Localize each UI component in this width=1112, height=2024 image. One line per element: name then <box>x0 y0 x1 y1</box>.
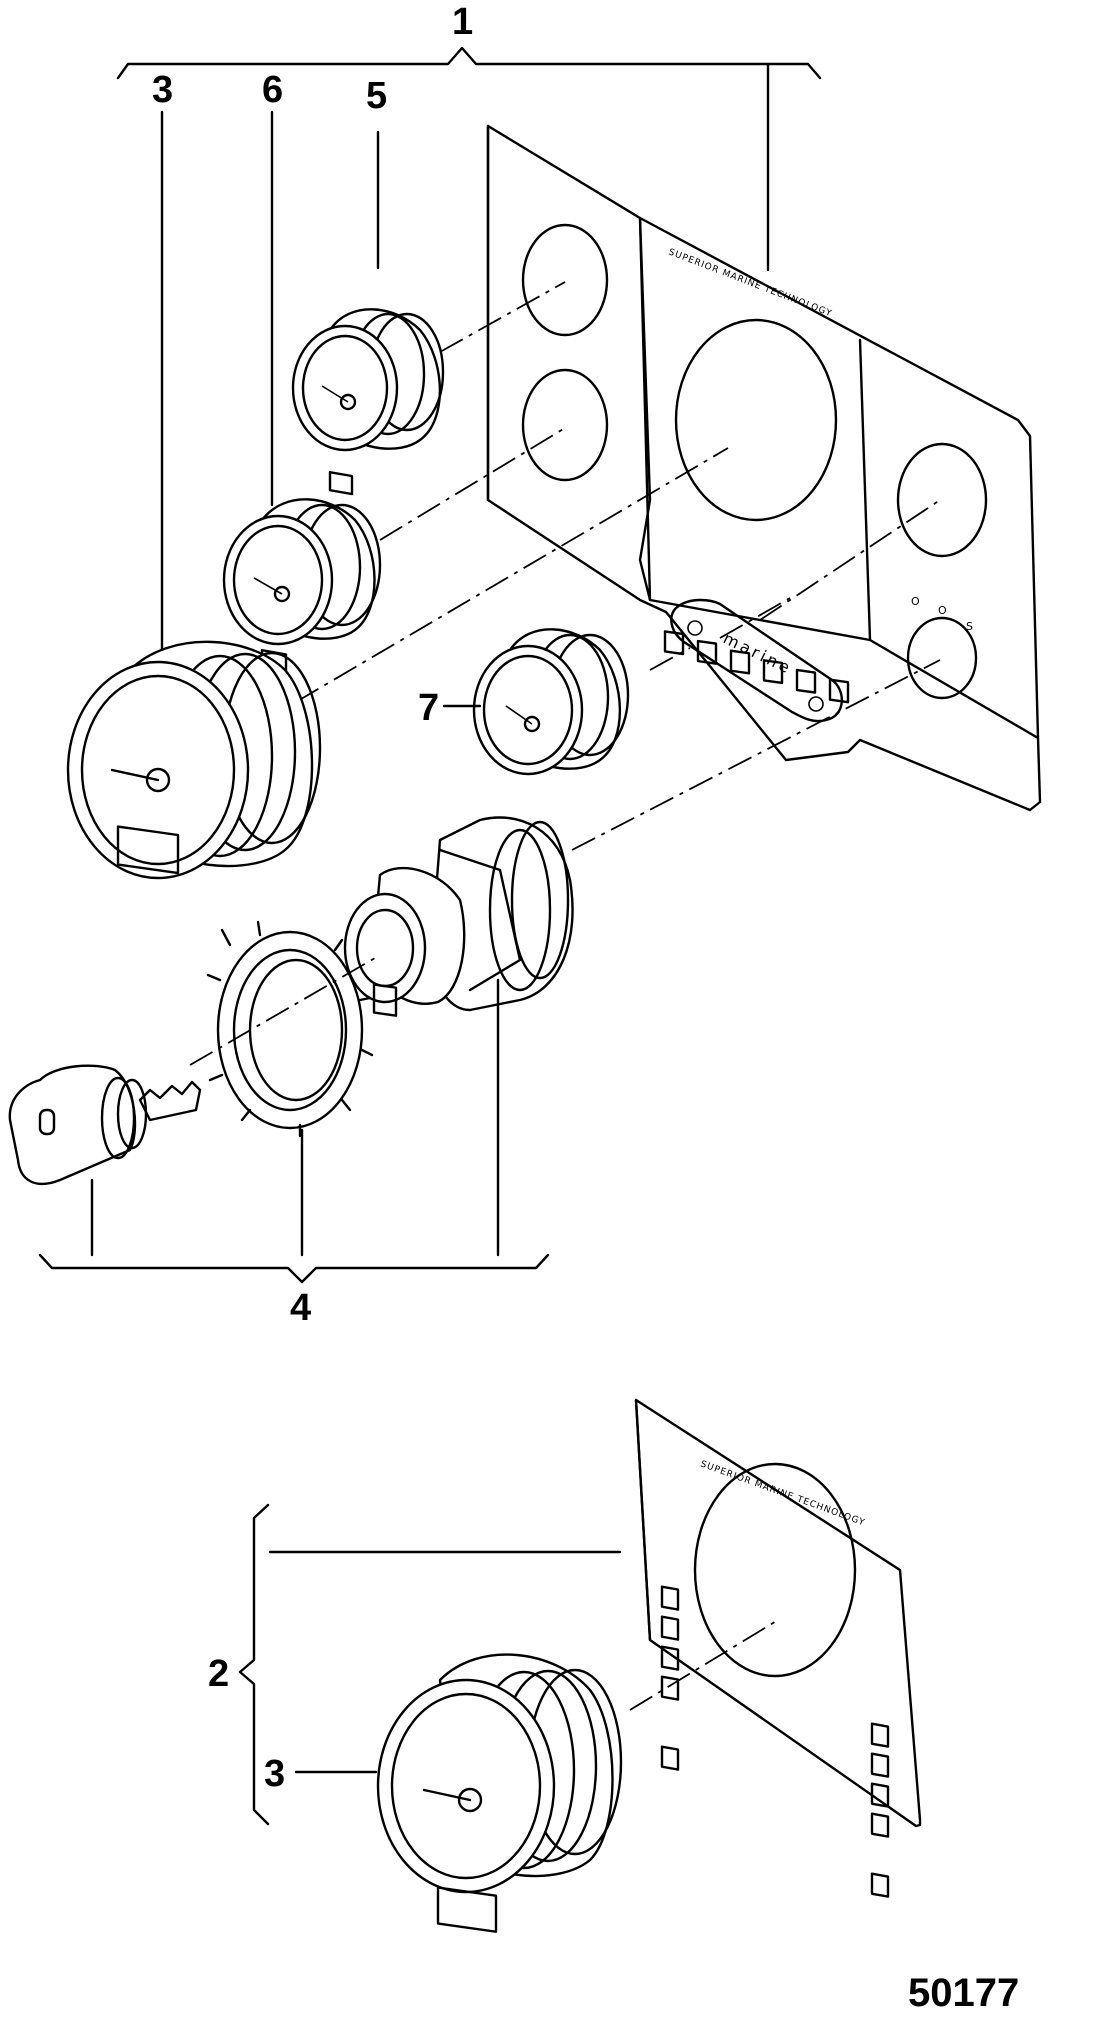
callout-4: 4 <box>290 1287 311 1329</box>
gauge-3-lower <box>376 1653 623 1933</box>
lower-panel-switches-right <box>870 1722 890 1898</box>
panel-hole-2 <box>521 368 609 482</box>
gauge-6 <box>222 498 382 676</box>
callout-4-bracket <box>38 1253 550 1284</box>
callout-3-upper: 3 <box>152 69 173 111</box>
assembly-line-lower <box>629 1619 779 1711</box>
switch-pos-2: O <box>938 604 947 617</box>
lower-panel-hole <box>693 1462 857 1678</box>
panel-upper-label: SUPERIOR MARINE TECHNOLOGY <box>667 247 833 319</box>
callout-5: 5 <box>366 75 387 117</box>
lower-dash-panel: SUPERIOR MARINE TECHNOLOGY <box>634 1398 922 1898</box>
panel-hole-ignition <box>906 616 978 700</box>
callout-2: 2 <box>208 1653 229 1695</box>
assembly-line-ignition <box>189 957 376 1066</box>
callout-7: 7 <box>418 687 439 729</box>
callout-2-bracket <box>238 1503 622 1826</box>
panel-hole-large <box>674 318 838 522</box>
assembly-lines-upper <box>295 281 941 851</box>
lower-panel-switches-left <box>660 1585 680 1771</box>
panel-hole-1 <box>521 223 609 337</box>
switch-pos-1: O <box>911 595 920 608</box>
callout-1: 1 <box>452 1 473 43</box>
ignition-key <box>8 1064 202 1257</box>
callout-6: 6 <box>262 69 283 111</box>
ignition-nut <box>206 920 374 1257</box>
upper-dash-panel: marine SUPERIOR MARINE TECHNOLOGY O O S <box>486 124 1042 812</box>
callout-3-lower: 3 <box>264 1753 285 1795</box>
gauge-3-upper <box>66 640 322 880</box>
brand-plate <box>670 598 843 723</box>
ignition-switch-body <box>343 816 574 1257</box>
switch-pos-3: S <box>966 620 973 633</box>
gauge-7 <box>472 628 630 850</box>
gauge-5 <box>291 308 445 496</box>
figure-id: 50177 <box>908 1971 1019 2015</box>
panel-hole-right <box>896 442 988 558</box>
callout-1-bracket <box>116 46 822 272</box>
